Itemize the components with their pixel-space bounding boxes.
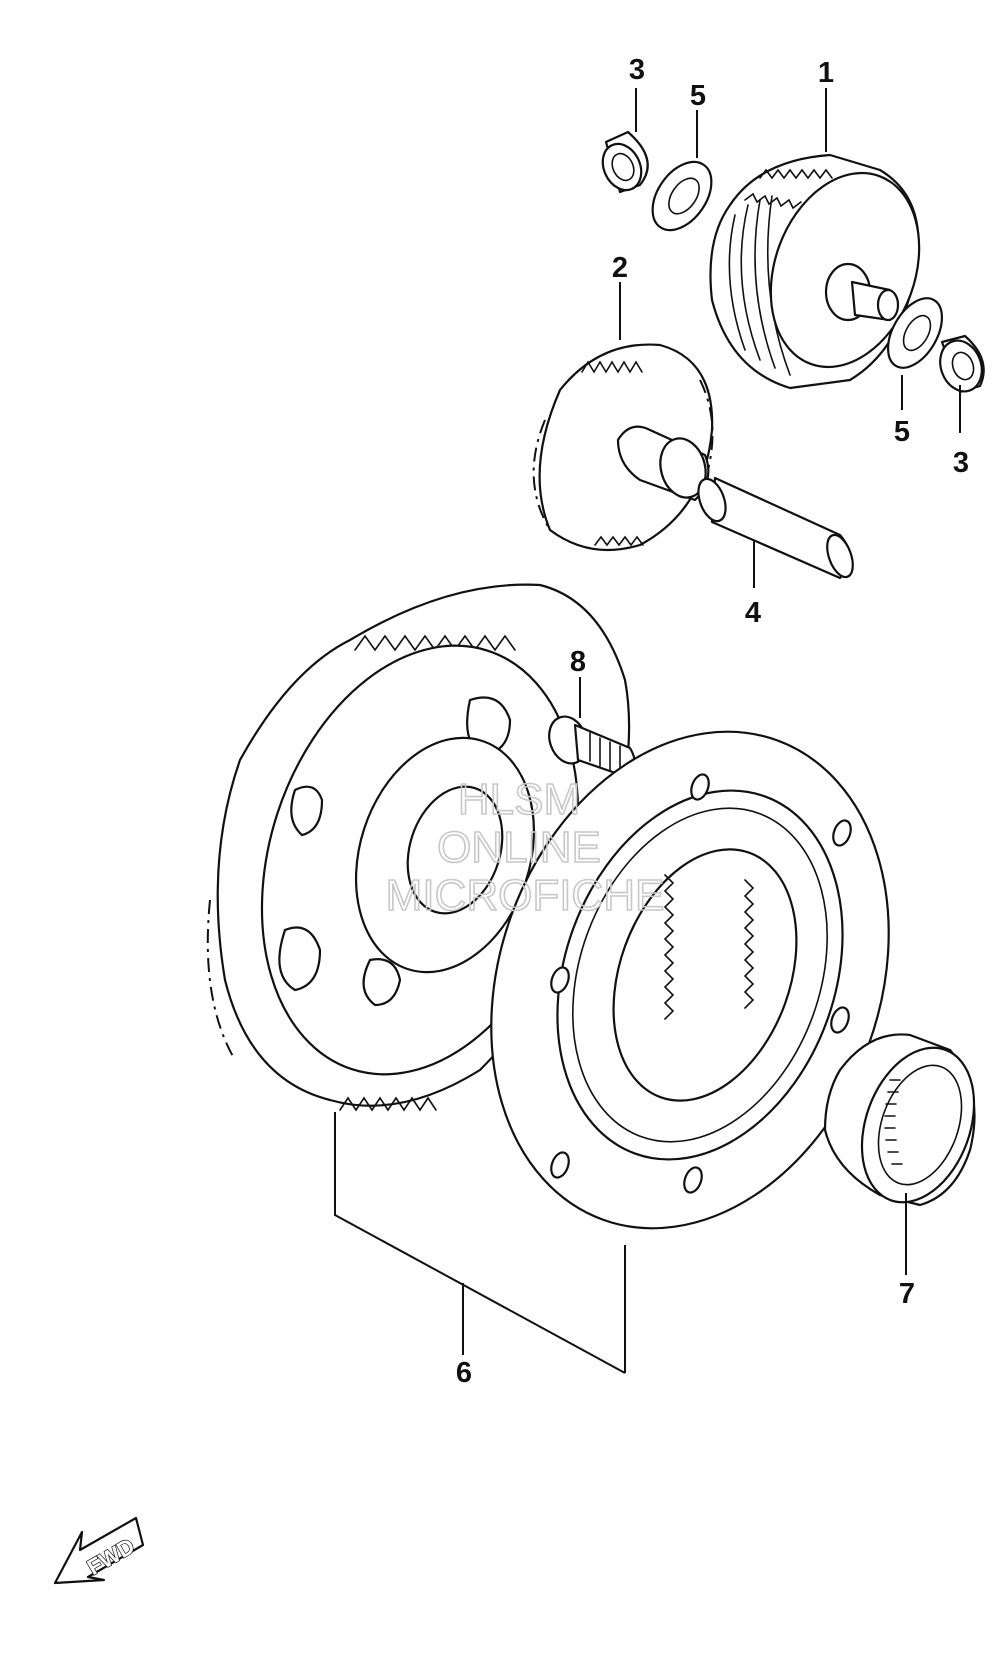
- callout-5-top: 5: [690, 80, 706, 112]
- callout-7: 7: [899, 1278, 915, 1310]
- leader-lines: [334, 88, 961, 1374]
- part-2-idle-gear: [532, 343, 714, 552]
- watermark-line-1: HLSM: [458, 775, 580, 824]
- callout-6: 6: [456, 1357, 472, 1389]
- callout-1: 1: [818, 57, 834, 89]
- callout-8: 8: [570, 646, 586, 678]
- watermark-line-2: ONLINE: [437, 823, 601, 872]
- part-5-washer-top: [651, 160, 713, 232]
- part-6-one-way-clutch-hub: [490, 730, 890, 1230]
- fwd-arrow-icon: FWD: [53, 1516, 145, 1585]
- part-3-spacer-right: [939, 334, 985, 394]
- callout-3-top: 3: [629, 54, 645, 86]
- part-5-washer-right: [886, 297, 944, 369]
- part-3-spacer-top: [601, 130, 649, 194]
- callout-4: 4: [745, 597, 761, 629]
- watermark-line-3: MICROFICHE: [386, 871, 665, 920]
- part-8-bolt: [548, 715, 637, 780]
- callout-2: 2: [612, 252, 628, 284]
- watermark: HLSM ONLINE MICROFICHE: [385, 774, 665, 921]
- part-1-clutch-assembly: [709, 153, 921, 390]
- part-7-needle-bearing: [823, 1033, 976, 1207]
- callout-3-right: 3: [953, 447, 969, 479]
- part-4-shaft: [697, 476, 854, 580]
- callout-5-right: 5: [894, 416, 910, 448]
